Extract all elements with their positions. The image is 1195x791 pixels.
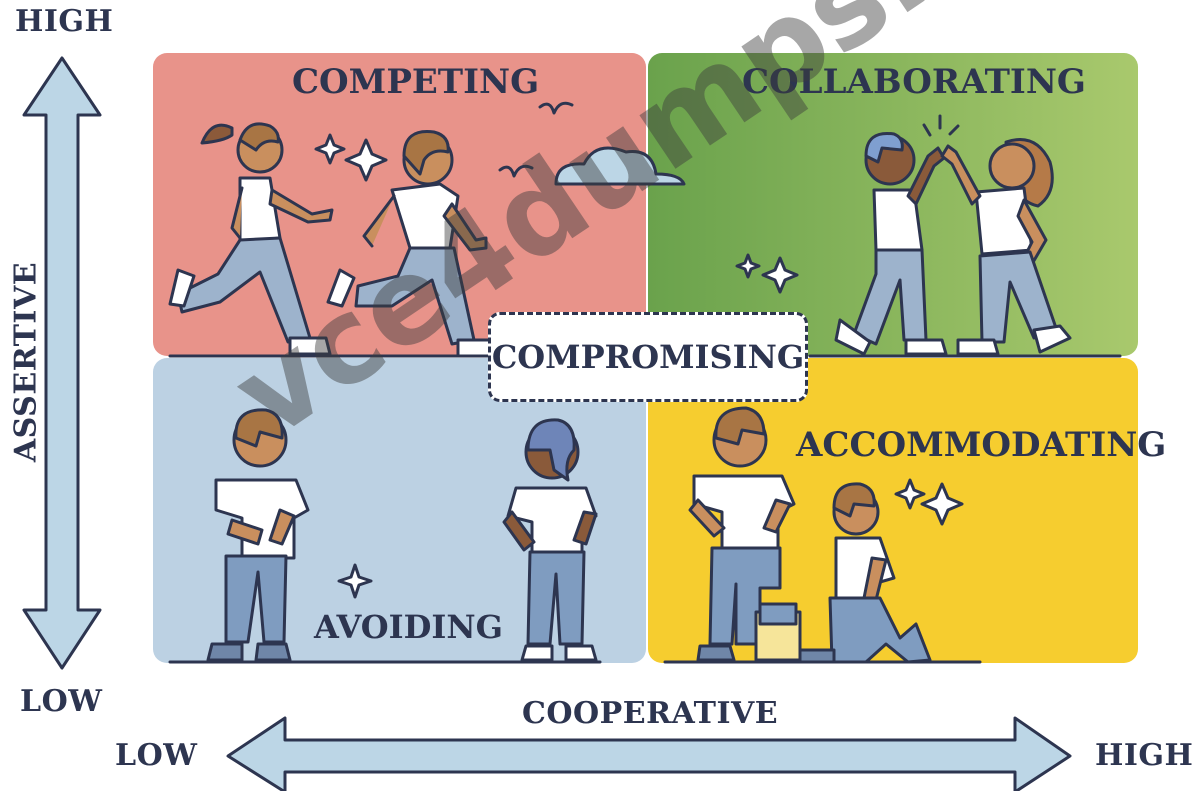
collaborating-label: COLLABORATING xyxy=(742,62,1086,102)
accommodating-label: ACCOMMODATING xyxy=(796,425,1167,465)
x-axis-title: COOPERATIVE xyxy=(522,696,779,731)
x-low-label: LOW xyxy=(115,738,198,773)
compromising-box: COMPROMISING xyxy=(488,312,808,402)
assertive-arrow xyxy=(22,56,102,670)
avoiding-label: AVOIDING xyxy=(314,608,503,646)
y-low-label: LOW xyxy=(20,684,103,719)
x-high-label: HIGH xyxy=(1095,738,1194,773)
y-high-label: HIGH xyxy=(15,4,114,39)
collaborating-illustration xyxy=(735,114,1072,356)
compromising-label: COMPROMISING xyxy=(491,338,805,376)
accommodating-illustration xyxy=(688,406,964,664)
competing-illustration xyxy=(168,101,686,358)
competing-label: COMPETING xyxy=(292,62,540,102)
y-axis-title: ASSERTIVE xyxy=(8,261,44,463)
avoiding-illustration xyxy=(206,408,598,662)
cooperative-arrow xyxy=(226,716,1072,791)
